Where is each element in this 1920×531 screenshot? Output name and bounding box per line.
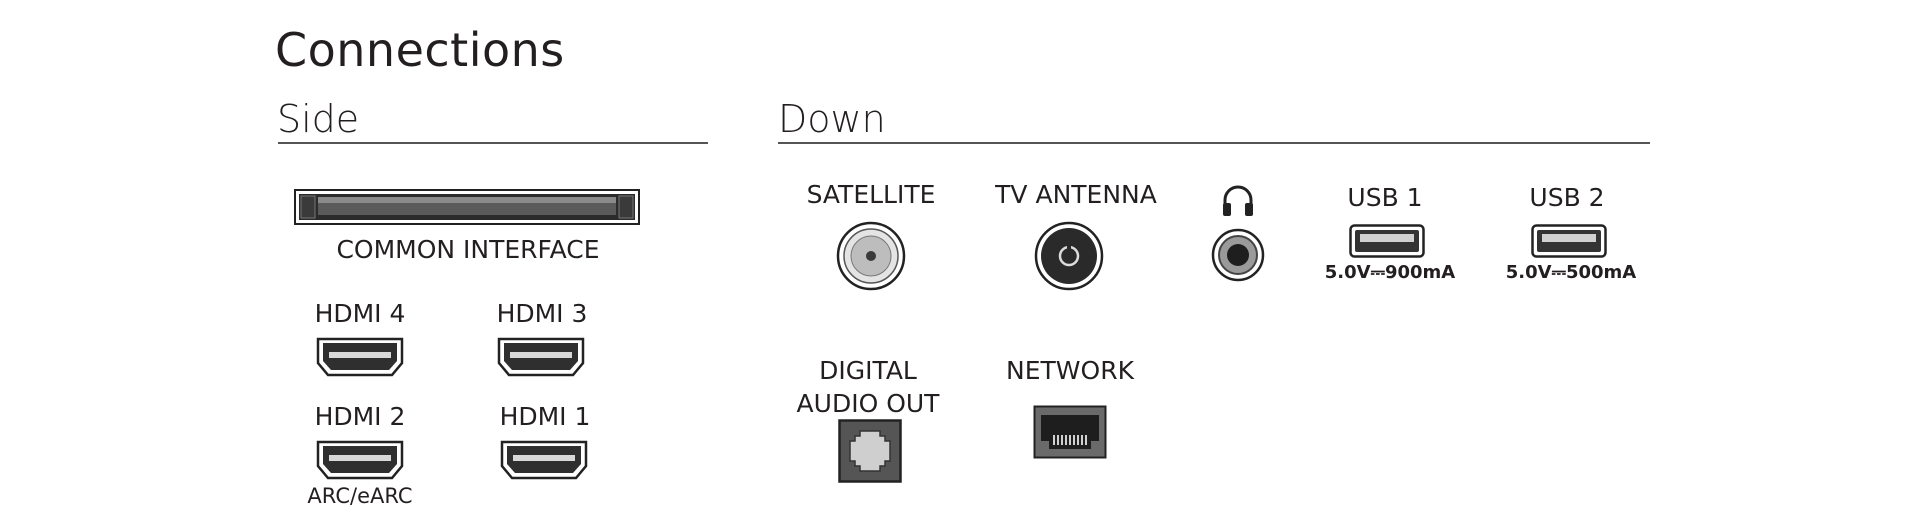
usb1-label: USB 1: [1347, 183, 1423, 212]
hdmi-port-icon: [316, 337, 404, 377]
satellite-label: SATELLITE: [806, 180, 936, 209]
ethernet-port-icon: [1033, 405, 1107, 459]
network-label: NETWORK: [1006, 356, 1134, 385]
hdmi-port-icon: [316, 440, 404, 480]
usb2-power-spec: 5.0V⎓500mA: [1505, 262, 1637, 283]
hdmi-port-icon: [497, 337, 585, 377]
hdmi2-label: HDMI 2: [314, 402, 406, 431]
hdmi3-label: HDMI 3: [496, 299, 588, 328]
hdmi4-label: HDMI 4: [314, 299, 406, 328]
coax-port-icon: [1034, 221, 1104, 291]
coax-port-icon: [836, 221, 906, 291]
tv-antenna-label: TV ANTENNA: [995, 180, 1157, 209]
digital-audio-out-label-line2: AUDIO OUT: [796, 389, 940, 418]
headphone-jack-icon: [1211, 228, 1265, 282]
optical-port-icon: [838, 419, 902, 483]
usb2-label: USB 2: [1529, 183, 1605, 212]
usb-port-icon: [1531, 224, 1607, 258]
digital-audio-out-label-line1: DIGITAL: [819, 356, 917, 385]
hdmi1-label: HDMI 1: [499, 402, 591, 431]
common-interface-label: COMMON INTERFACE: [336, 235, 600, 264]
page-title: Connections: [275, 23, 565, 77]
section-side-heading: Side: [277, 97, 360, 141]
section-down-heading: Down: [778, 97, 886, 141]
side-divider: [278, 142, 708, 144]
usb1-power-spec: 5.0V⎓900mA: [1324, 262, 1456, 283]
ci-slot-icon: [294, 189, 640, 225]
hdmi-port-icon: [500, 440, 588, 480]
headphone-icon: [1221, 184, 1255, 218]
hdmi2-arc-label: ARC/eARC: [307, 484, 413, 508]
usb-port-icon: [1349, 224, 1425, 258]
down-divider: [778, 142, 1650, 144]
